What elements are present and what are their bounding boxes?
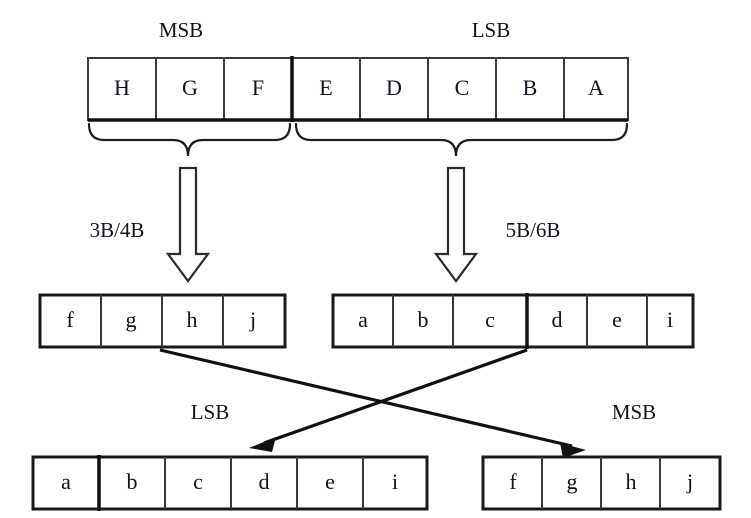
lsb-group-brace [294,122,629,157]
cell-input-4: D [386,75,402,100]
four-bit-sub-block-row: f g h j [38,293,287,349]
six-bit-outline [331,293,695,349]
input-byte-row: H G F E D C B A [87,56,629,122]
cell-input-3: E [319,75,332,100]
cell-input-1: G [182,75,198,100]
cell-input-6: B [523,75,538,100]
cell-bottom-right-0: f [509,469,517,494]
crossover-lsb-label: LSB [191,400,230,424]
six-bit-sub-block-row: a b c d e i [331,293,695,349]
cell-bottom-left-2: c [193,469,203,494]
msb-group-brace [87,122,292,157]
cell-bottom-left-1: b [127,469,138,494]
crossover-arrow-left-to-right [159,348,586,458]
crossover-arrowhead-left [249,437,276,452]
cell-bottom-right-1: g [567,469,578,494]
cell-mid-right-5: i [667,307,673,332]
cell-mid-right-3: d [552,307,563,332]
cell-mid-right-1: b [418,307,429,332]
cell-input-7: A [588,75,604,100]
cell-bottom-left-3: d [259,469,270,494]
input-byte-outline [87,57,629,121]
cell-bottom-left-4: e [325,469,335,494]
cell-mid-left-3: j [249,307,256,332]
crossover-arrow-right-to-left [249,348,528,452]
cell-mid-left-0: f [66,307,74,332]
output-msb-row: f g h j [481,455,722,511]
arrow-3b4b-down [165,166,211,283]
crossover-msb-label: MSB [612,400,656,424]
cell-bottom-right-3: j [686,469,693,494]
cell-input-5: C [455,75,470,100]
cell-mid-right-2: c [485,307,495,332]
cell-input-0: H [114,75,130,100]
output-lsb-row: a b c d e i [31,455,429,511]
top-msb-label: MSB [159,18,203,42]
cell-mid-right-4: e [612,307,622,332]
cell-mid-left-2: h [187,307,198,332]
cell-input-2: F [252,75,264,100]
top-lsb-label: LSB [472,18,511,42]
crossover-arrowhead-right [560,443,586,458]
arrow-5b6b-down [433,166,479,283]
cell-mid-right-0: a [358,307,368,332]
cell-bottom-left-5: i [392,469,398,494]
encoder-5b6b-label: 5B/6B [506,218,561,242]
cell-bottom-left-0: a [61,469,71,494]
encoder-3b4b-label: 3B/4B [90,218,145,242]
cell-mid-left-1: g [126,307,137,332]
cell-bottom-right-2: h [626,469,637,494]
